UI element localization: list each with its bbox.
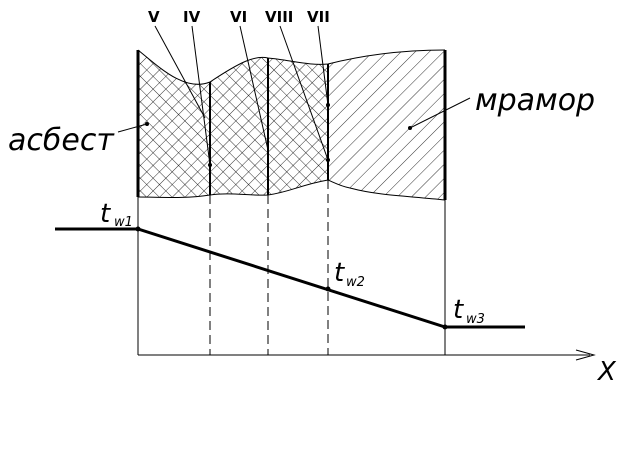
svg-text:t: t	[453, 295, 464, 325]
leader-marble	[409, 97, 471, 129]
leader-V	[154, 25, 206, 119]
svg-text:w3: w3	[466, 312, 485, 327]
roman-V: V	[148, 8, 160, 26]
point-tw3	[442, 324, 448, 330]
label-asbestos: асбест	[8, 123, 115, 158]
axis-x-label: X	[596, 357, 617, 387]
leader-VII-dot	[326, 103, 330, 107]
point-tw1	[135, 226, 141, 232]
point-tw2	[325, 286, 331, 292]
dashed-guides	[209, 180, 329, 355]
roman-VII: VII	[307, 8, 330, 26]
leader-VI	[239, 25, 269, 151]
label-tw1: t w1	[100, 199, 133, 230]
svg-text:w1: w1	[114, 215, 133, 230]
label-tw2: t w2	[334, 258, 365, 290]
bottom-outline	[137, 179, 446, 201]
label-tw3: t w3	[453, 295, 485, 327]
leader-IV-dot	[208, 163, 212, 167]
roman-VIII: VIII	[265, 8, 293, 26]
leader-IV	[191, 25, 211, 166]
svg-text:t: t	[334, 258, 345, 288]
leader-asbestos	[117, 123, 148, 133]
roman-IV: IV	[183, 8, 201, 26]
roman-VI: VI	[230, 8, 247, 26]
leader-VIII	[279, 25, 329, 161]
marble-region	[328, 50, 445, 200]
asbestos-region	[138, 50, 328, 198]
leader-marble-dot	[408, 126, 412, 130]
label-marble: мрамор	[475, 83, 595, 118]
leader-asbestos-dot	[145, 122, 149, 126]
svg-text:t: t	[100, 199, 111, 229]
leader-VII	[317, 25, 329, 106]
svg-text:w2: w2	[346, 275, 365, 290]
x-axis-arrow	[575, 349, 596, 361]
temperature-profile	[55, 227, 525, 329]
leader-VIII-dot	[326, 158, 330, 162]
